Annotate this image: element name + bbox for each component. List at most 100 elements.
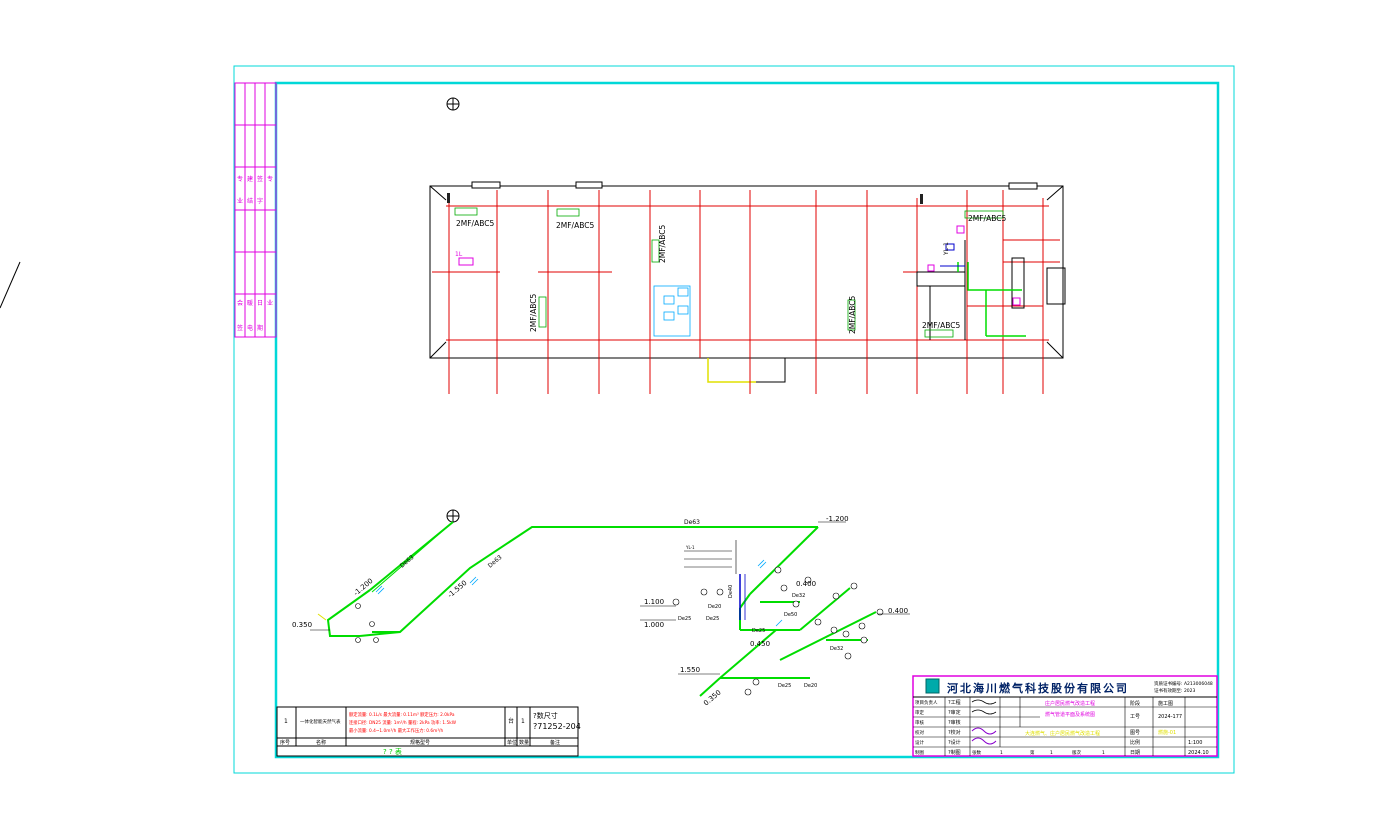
strip-col3-3: 期 [257, 324, 263, 332]
pipe-de25-2: De25 [706, 616, 719, 622]
riser-yl1 [940, 243, 965, 267]
strip-col3-2: 日 [257, 300, 263, 307]
cert-1: 资质证书编号: A213006048 [1154, 680, 1213, 687]
label-d: 2MF/ABC5 [529, 294, 538, 332]
tb-bottom-5: 1 [1102, 750, 1105, 756]
tb-bottom-2: 第 [1030, 749, 1035, 756]
isometric-system: 0.350 -1.200 -1.550 De63 De63 De63 -1.20… [292, 515, 910, 708]
tb-scale-value: 1:100 [1188, 740, 1202, 746]
tb-sheet-label: 图号 [1130, 730, 1140, 736]
tb-sig-2: ?审核 [948, 719, 961, 726]
strip-col2-3: 电 [247, 324, 253, 332]
yellow-note: 大连燃气、庄户居民燃气改造工程 [1025, 730, 1100, 737]
tb-role-5: 制图 [915, 749, 924, 756]
gas-meter-icons [458, 225, 1021, 306]
table-header-5: 备注 [550, 739, 560, 746]
strip-col4-0: 专 [267, 175, 273, 183]
table-note-2: ?71252-204 [533, 722, 581, 731]
tb-role-2: 审核 [915, 719, 924, 726]
plan-gas-pipe [957, 262, 1026, 337]
north-arrow-icon-2 [446, 509, 460, 523]
label-b: 2MF/ABC5 [556, 221, 594, 230]
pipe-de25-1: De25 [678, 616, 691, 622]
valve-icon [447, 193, 450, 203]
tb-sig-3: ?校对 [948, 729, 961, 736]
elev-0400-a: 0.400 [796, 580, 816, 588]
tb-role-0: 项目负责人 [915, 699, 938, 706]
strip-col1-2: 会 [237, 299, 243, 307]
stray-line [0, 261, 21, 309]
furniture [653, 285, 691, 337]
table-spec-3: 最小流量: 0.4~1.0m³/h 最大工作压力: 0.6m³/h [349, 727, 443, 734]
tb-sig-1: ?审定 [948, 709, 961, 716]
table-spec-1: 额定流量: 0.1L/s 最大流量: 0.11m³ 额定压力: 2.0kPa [349, 711, 455, 718]
table-header-0: 序号 [280, 739, 290, 746]
pipe-de20-1: De20 [708, 604, 721, 610]
table-spec-2: 连接口径: DN25 流量: 1m³/h 量程: 2kPa 功率: 1.5kW [349, 719, 457, 726]
pipe-de40: De40 [728, 585, 734, 598]
strip-col4-1: 业 [267, 299, 273, 307]
elev-1100: 1.100 [644, 598, 664, 606]
strip-col3-0: 签 [257, 175, 263, 183]
meter-marker-label: 1L [455, 251, 463, 258]
strip-col2-0: 建 [247, 175, 253, 183]
strip-col1-1: 业 [237, 197, 243, 205]
label-f: 2MF/ABC5 [968, 214, 1006, 223]
strip-col2-1: 结 [247, 197, 253, 205]
elev-neg1200-top: -1.200 [826, 515, 849, 523]
tb-bottom-3: 1 [1050, 750, 1053, 756]
pipe-de20-2: De20 [804, 683, 817, 689]
signature-2 [971, 699, 997, 715]
tb-bottom-1: 1 [1000, 750, 1003, 756]
tb-stage-value: 施工图 [1158, 700, 1173, 707]
project-name: 庄户居民燃气改造工程 [1045, 700, 1095, 707]
table-header-1: 名称 [316, 739, 326, 746]
riser-label: YL-1 [943, 242, 950, 256]
table-header-4: 数量 [519, 739, 529, 746]
pipe-de50: De50 [784, 612, 797, 618]
signature [971, 727, 997, 745]
tb-sig-5: ?制图 [948, 749, 961, 756]
table-header-2: 规格型号 [410, 739, 430, 746]
elev-0350-left: 0.350 [292, 621, 312, 629]
appliance-icons [454, 207, 1004, 338]
label-a: 2MF/ABC5 [456, 219, 494, 228]
company-logo [925, 678, 940, 694]
tb-role-1: 审定 [915, 709, 924, 716]
valve-icon-2 [920, 194, 923, 204]
strip-col2-2: 暖 [247, 299, 253, 307]
tb-sig-0: ?工程 [948, 699, 961, 706]
table-note-1: ?数尺寸 [533, 711, 558, 720]
strip-col1-0: 专 [237, 175, 243, 183]
title-block: 河北海川燃气科技股份有限公司 资质证书编号: A213006048 证书有效期至… [912, 675, 1218, 757]
label-c: 2MF/ABC5 [658, 225, 667, 263]
table-row-qty: 1 [521, 718, 525, 725]
table-header-3: 单位 [507, 739, 517, 746]
side-signature-strip: 专 业 建 结 签 字 会 签 暖 电 日 期 专 业 [234, 82, 277, 338]
tb-job-value: 2024-177 [1158, 714, 1182, 720]
label-g: 2MF/ABC5 [922, 321, 960, 330]
pipe-de32-1: De32 [792, 593, 805, 599]
elev-1550: 1.550 [680, 666, 700, 674]
tb-sheet-value: 燃施-01 [1158, 729, 1176, 736]
riser-note-1: YL-1 [685, 545, 695, 550]
outer-frame [233, 65, 1235, 774]
table-row-unit: 台 [508, 717, 514, 725]
inner-frame [274, 81, 1220, 759]
tb-scale-label: 比例 [1130, 739, 1140, 746]
tb-role-3: 校对 [915, 729, 924, 736]
pipe-de63-top: De63 [684, 519, 700, 526]
floor-plan: YL-1 1L 2MF/ABC5 2MF/ABC5 2MF/ABC5 2MF/A… [429, 181, 1066, 394]
tb-date-value: 2024.10 [1188, 750, 1209, 756]
tb-role-4: 设计 [915, 739, 924, 746]
tb-date-label: 日期 [1130, 750, 1140, 756]
label-e: 2MF/ABC5 [848, 296, 857, 334]
tb-bottom-0: 张数 [972, 749, 981, 756]
pipe-de32-2: De32 [830, 646, 843, 652]
elev-neg1550-left: -1.550 [446, 579, 468, 600]
tb-sig-4: ?设计 [948, 739, 961, 746]
pipe-de25-4: De25 [752, 628, 765, 634]
tb-job-label: 工号 [1130, 714, 1140, 720]
elev-1000: 1.000 [644, 621, 664, 629]
